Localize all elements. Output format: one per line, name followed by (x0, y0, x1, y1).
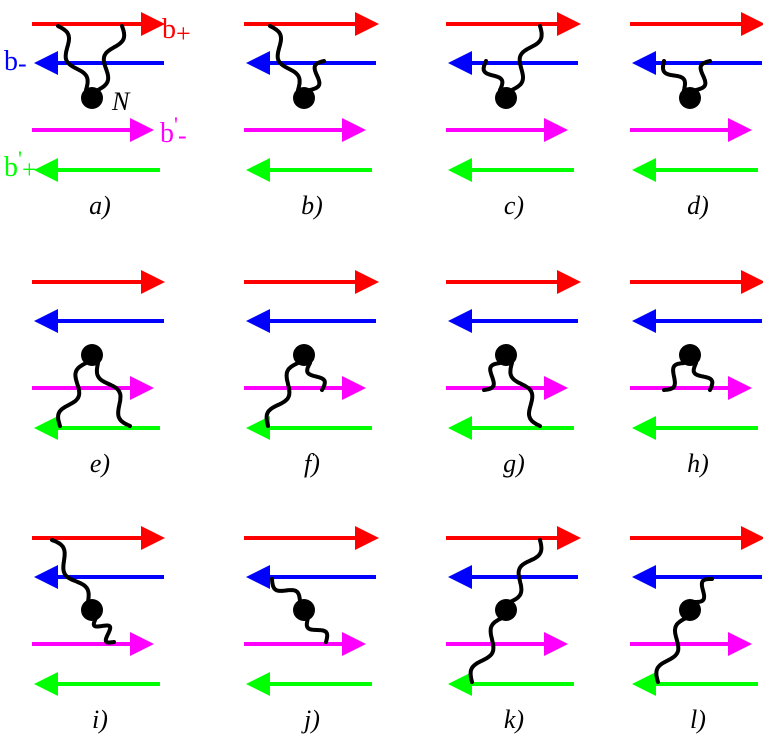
panel-j: j) (244, 526, 379, 734)
exchange-wave-1 (56, 361, 88, 428)
panel-caption-c: c) (504, 191, 524, 220)
exchange-wave-2 (508, 361, 542, 428)
panel-caption-j: j) (301, 705, 320, 734)
panel-d: d) (630, 12, 763, 220)
nucleus-dot (293, 344, 315, 366)
panel-caption-d: d) (687, 191, 709, 220)
exchange-wave-2 (305, 361, 327, 392)
panel-caption-f: f) (304, 449, 320, 478)
exchange-wave-1 (482, 361, 502, 392)
exchange-wave-2 (694, 59, 712, 92)
exchange-wave-2 (691, 361, 715, 392)
panel-e: e) (32, 270, 165, 478)
exchange-wave-1 (692, 577, 714, 604)
panel-caption-h: h) (687, 449, 709, 478)
panel-caption-l: l) (690, 705, 706, 734)
exchange-wave-2 (96, 24, 127, 92)
label-b-minus: b- (4, 46, 27, 78)
nucleus-dot (495, 599, 517, 621)
panel-caption-i: i) (92, 705, 108, 734)
exchange-wave-1 (270, 577, 302, 604)
nucleus-dot (495, 344, 517, 366)
label-b-plus: b+ (162, 14, 191, 48)
panel-caption-b: b) (301, 191, 323, 220)
nucleus-dot (495, 87, 517, 109)
panel-c: c) (446, 12, 581, 220)
label-nucleus: N (111, 87, 131, 116)
nucleus-dot (81, 599, 103, 621)
exchange-wave-2 (91, 616, 116, 645)
label-b-prime-plus: b'+ (4, 146, 37, 184)
panel-caption-g: g) (503, 449, 525, 478)
panel-g: g) (446, 270, 581, 478)
panel-l: l) (630, 526, 763, 734)
panel-i: i) (32, 526, 165, 734)
nucleus-dot (679, 344, 701, 366)
exchange-wave-1 (662, 361, 686, 392)
exchange-wave-2 (510, 24, 544, 92)
nucleus-dot (81, 87, 103, 109)
exchange-wave-1 (268, 24, 302, 92)
exchange-wave-2 (304, 616, 330, 644)
nucleus-dot (293, 87, 315, 109)
panel-b: b) (244, 12, 379, 220)
exchange-wave-1 (508, 538, 544, 604)
panel-a: a) (32, 12, 165, 220)
exchange-wave-2 (654, 616, 688, 684)
nucleus-dot (81, 344, 103, 366)
panel-k: k) (446, 526, 581, 734)
exchange-wave-2 (308, 59, 326, 92)
exchange-wave-1 (264, 361, 300, 428)
panel-caption-k: k) (504, 705, 524, 734)
exchange-wave-1 (50, 538, 91, 604)
panel-h: h) (630, 270, 763, 478)
exchange-wave-1 (56, 24, 90, 92)
panel-f: f) (244, 270, 379, 478)
panel-caption-a: a) (89, 191, 111, 220)
nucleus-dot (293, 599, 315, 621)
exchange-wave-2 (94, 361, 132, 428)
label-b-prime-minus: b'- (160, 112, 187, 150)
exchange-wave-1 (481, 59, 505, 92)
nucleus-dot (679, 599, 701, 621)
exchange-wave-1 (661, 59, 687, 92)
nucleus-dot (679, 87, 701, 109)
panel-caption-e: e) (90, 449, 110, 478)
exchange-wave-2 (468, 616, 504, 684)
